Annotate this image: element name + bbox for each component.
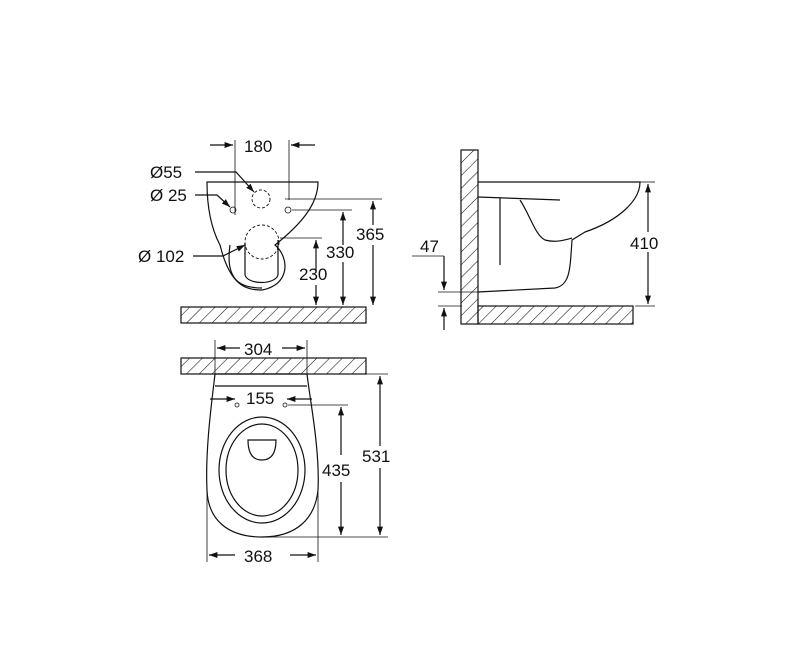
dim-fixing-hole-diameter: Ø 25 [150, 186, 187, 205]
floor-hatch-front [180, 306, 367, 324]
dim-155: 155 [246, 389, 274, 408]
inlet-hole [251, 189, 271, 209]
dim-330: 330 [326, 243, 354, 262]
side-view: 410 47 [412, 149, 658, 330]
dim-435: 435 [322, 461, 350, 480]
outlet-hole [244, 224, 280, 260]
dim-410: 410 [630, 234, 658, 253]
seat-inner [225, 423, 299, 517]
dim-368: 368 [244, 547, 272, 566]
wall-hatch-top [180, 357, 367, 375]
dim-365: 365 [356, 225, 384, 244]
dim-47: 47 [420, 237, 439, 256]
bowl-outline-side [477, 181, 641, 293]
front-view: 180 Ø55 Ø 25 Ø 102 230 330 365 [138, 137, 384, 324]
bowl-outline-front [206, 181, 319, 291]
wall-hatch [460, 149, 479, 325]
dim-180: 180 [244, 137, 272, 156]
seat-outer [218, 416, 306, 524]
dim-inlet-diameter: Ø55 [150, 163, 182, 182]
dim-531: 531 [362, 447, 390, 466]
dim-304: 304 [244, 340, 272, 359]
dim-230: 230 [299, 265, 327, 284]
floor-hatch-side [477, 305, 634, 325]
top-view: 304 155 435 531 368 [180, 340, 390, 566]
dim-outlet-diameter: Ø 102 [138, 247, 184, 266]
